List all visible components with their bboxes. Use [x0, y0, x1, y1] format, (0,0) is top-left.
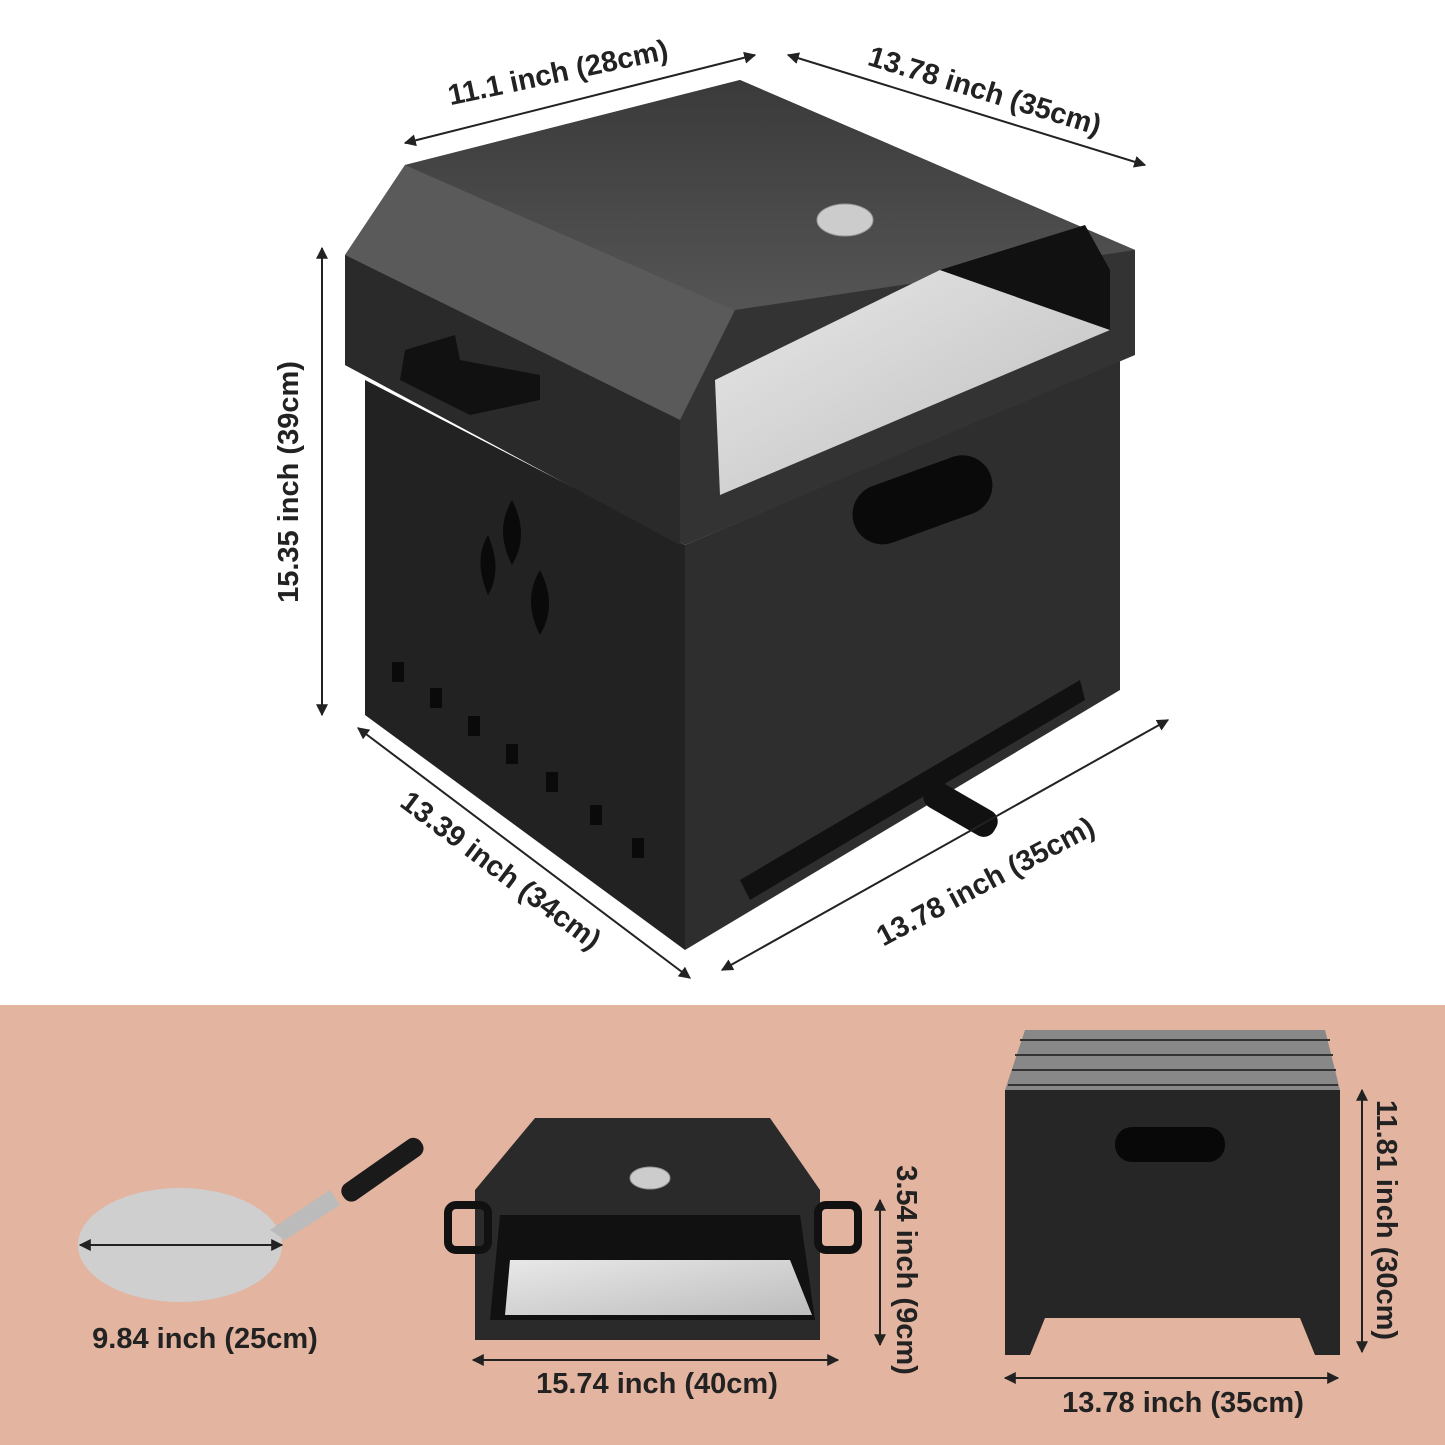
- grill-width-label: 13.78 inch (35cm): [1062, 1387, 1304, 1419]
- thermometer-icon: [816, 203, 874, 237]
- handle-icon: [400, 335, 540, 415]
- pizza-peel: [78, 1137, 424, 1302]
- dimension-lines: [316, 51, 1170, 979]
- knob-icon: [923, 781, 998, 837]
- oven-top-width-label: 15.74 inch (40cm): [536, 1368, 778, 1400]
- pizza-oven-main: [345, 80, 1135, 950]
- top-depth-label: 13.78 inch (35cm): [864, 41, 1105, 142]
- grill-height-label: 11.81 inch (30cm): [1370, 1100, 1402, 1340]
- oven-top-height-label: 3.54 inch (9cm): [890, 1165, 922, 1375]
- height-label: 15.35 inch (39cm): [273, 361, 305, 603]
- top-width-label: 11.1 inch (28cm): [445, 34, 671, 112]
- grill-base-unit: [1003, 1030, 1368, 1384]
- oven-top-unit: [444, 1118, 886, 1366]
- peel-diameter-label: 9.84 inch (25cm): [92, 1323, 318, 1355]
- flame-cutouts-icon: [480, 500, 549, 635]
